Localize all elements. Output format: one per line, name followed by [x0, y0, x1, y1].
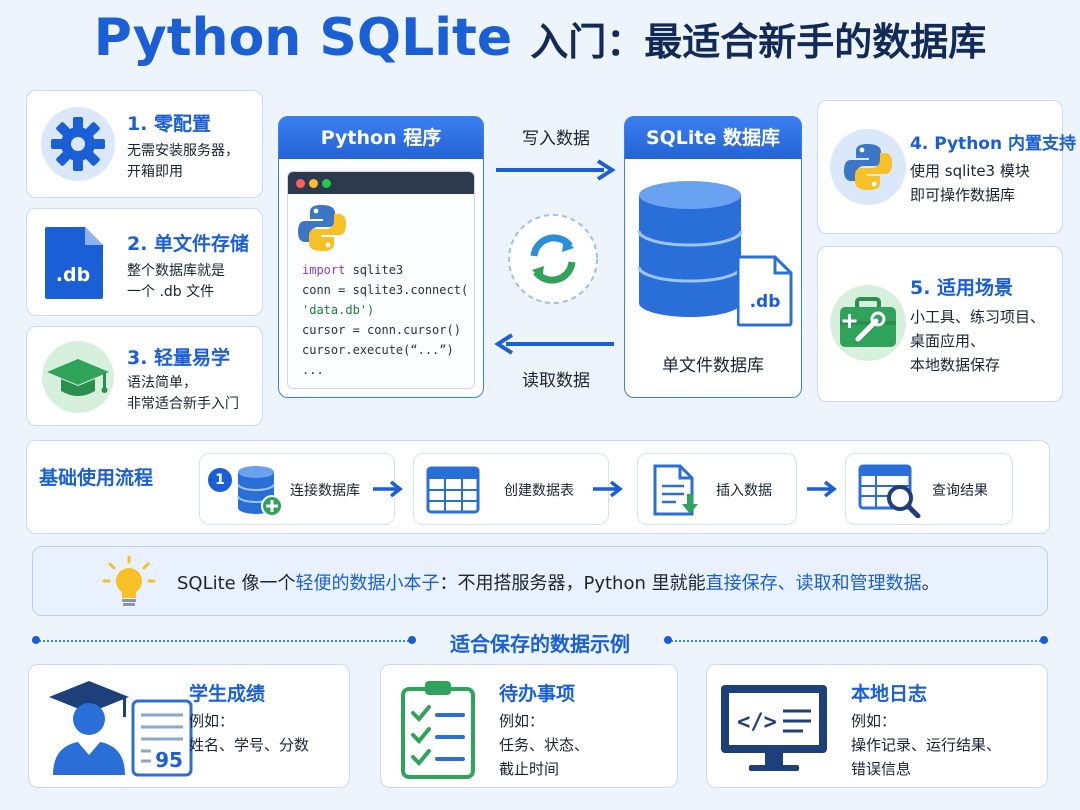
toolbox-icon: [830, 285, 906, 361]
code-monitor-icon: </>: [721, 685, 827, 771]
table-icon: [426, 466, 480, 514]
flow-step-connect: 1 连接数据库: [199, 453, 395, 525]
examples-section-title: 适合保存的数据示例: [450, 632, 630, 656]
feature-title: 5. 适用场景: [910, 277, 1014, 299]
section-divider-left: [32, 640, 412, 642]
write-arrow-icon: [496, 159, 616, 181]
example-desc: 例如： 任务、状态、 截止时间: [499, 712, 590, 778]
database-add-icon: [237, 466, 283, 517]
flow-arrow-icon: [593, 480, 623, 498]
sqlite-database-panel: SQLite 数据库 .db 单文件数据库: [624, 116, 802, 398]
feature-desc: 使用 sqlite3 模块 即可操作数据库: [910, 162, 1030, 204]
example-title: 待办事项: [499, 683, 576, 705]
checklist-icon: [401, 681, 475, 779]
feature-card-easy-learn: 3. 轻量易学 语法简单， 非常适合新手入门: [26, 326, 263, 426]
sync-icon: [508, 214, 598, 304]
student-score-icon: 95: [49, 681, 193, 777]
svg-text:</>: </>: [737, 710, 777, 735]
gear-icon: [41, 107, 115, 181]
feature-card-single-file: .db 2. 单文件存储 整个数据库就是 一个 .db 文件: [26, 208, 263, 316]
read-data-label: 读取数据: [522, 371, 590, 391]
title-en: Python SQLite: [93, 8, 513, 68]
svg-text:.db: .db: [750, 292, 781, 312]
section-divider-right: [668, 640, 1048, 642]
minimize-dot-icon: [309, 179, 318, 188]
db-file-icon: .db: [737, 255, 793, 327]
graduation-cap-icon: [42, 341, 114, 413]
lightbulb-icon: [102, 555, 156, 606]
feature-desc: 语法简单， 非常适合新手入门: [127, 375, 239, 412]
tip-banner: SQLite 像一个轻便的数据小本子：不用搭服务器，Python 里就能直接保存…: [32, 546, 1048, 616]
insert-document-icon: [653, 464, 698, 516]
db-file-icon: .db: [45, 227, 103, 299]
example-desc: 例如： 姓名、学号、分数: [189, 712, 310, 754]
panel-title: SQLite 数据库: [625, 117, 801, 159]
python-logo-icon: [830, 129, 906, 205]
example-card-scores: 95 学生成绩 例如： 姓名、学号、分数: [28, 664, 350, 788]
flow-step-label: 连接数据库: [290, 483, 360, 499]
code-window-titlebar: [288, 172, 474, 194]
feature-title: 1. 零配置: [127, 113, 212, 135]
page-title: Python SQLite 入门：最适合新手的数据库: [0, 8, 1080, 68]
example-card-todo: 待办事项 例如： 任务、状态、 截止时间: [380, 664, 678, 788]
feature-title: 2. 单文件存储: [127, 233, 250, 255]
divider-dot-icon: [408, 636, 416, 644]
example-card-logs: </> 本地日志 例如： 操作记录、运行结果、 错误信息: [706, 664, 1048, 788]
db-caption: 单文件数据库: [662, 356, 764, 376]
flow-arrow-icon: [807, 480, 837, 498]
example-title: 学生成绩: [189, 683, 266, 705]
feature-desc: 无需安装服务器， 开箱即用: [127, 143, 239, 180]
feature-card-zero-config: 1. 零配置 无需安装服务器， 开箱即用: [26, 90, 263, 198]
flow-step-label: 创建数据表: [504, 483, 574, 499]
flow-step-label: 查询结果: [932, 483, 988, 499]
python-program-panel: Python 程序 import sqlite3 conn = sqlite3.…: [278, 116, 484, 398]
close-dot-icon: [296, 179, 305, 188]
divider-dot-icon: [1040, 636, 1048, 644]
divider-dot-icon: [664, 636, 672, 644]
table-search-icon: [858, 464, 921, 518]
svg-text:.db: .db: [56, 264, 90, 286]
maximize-dot-icon: [322, 179, 331, 188]
tip-text: SQLite 像一个轻便的数据小本子：不用搭服务器，Python 里就能直接保存…: [177, 573, 940, 594]
code-block: import sqlite3 conn = sqlite3.connect( '…: [302, 263, 469, 377]
flow-arrow-icon: [373, 480, 403, 498]
flow-step-create-table: 创建数据表: [413, 453, 609, 525]
feature-card-python-builtin: 4. Python 内置支持 使用 sqlite3 模块 即可操作数据库: [817, 100, 1076, 234]
database-icon: [637, 181, 743, 317]
code-window: import sqlite3 conn = sqlite3.connect( '…: [287, 171, 475, 389]
example-desc: 例如： 操作记录、运行结果、 错误信息: [851, 712, 1002, 778]
step-badge: 1: [208, 468, 232, 492]
title-cn: 入门：最适合新手的数据库: [530, 20, 987, 64]
flow-step-query: 查询结果: [845, 453, 1013, 525]
basic-flow-panel: 基础使用流程 1 连接数据库 创建数据表: [26, 440, 1050, 534]
feature-title: 4. Python 内置支持: [910, 134, 1076, 154]
feature-card-use-cases: 5. 适用场景 小工具、练习项目、 桌面应用、 本地数据保存: [817, 246, 1063, 402]
feature-title: 3. 轻量易学: [127, 347, 231, 369]
flow-step-insert: 插入数据: [637, 453, 797, 525]
panel-title: Python 程序: [279, 117, 483, 159]
flow-step-label: 插入数据: [716, 483, 772, 499]
read-arrow-icon: [494, 333, 614, 355]
python-logo-icon: [298, 205, 346, 251]
svg-text:95: 95: [155, 748, 183, 772]
feature-desc: 整个数据库就是 一个 .db 文件: [127, 263, 225, 300]
write-data-label: 写入数据: [522, 129, 590, 149]
divider-dot-icon: [32, 636, 40, 644]
feature-desc: 小工具、练习项目、 桌面应用、 本地数据保存: [910, 308, 1046, 374]
example-title: 本地日志: [851, 683, 928, 705]
flow-title: 基础使用流程: [39, 467, 154, 489]
